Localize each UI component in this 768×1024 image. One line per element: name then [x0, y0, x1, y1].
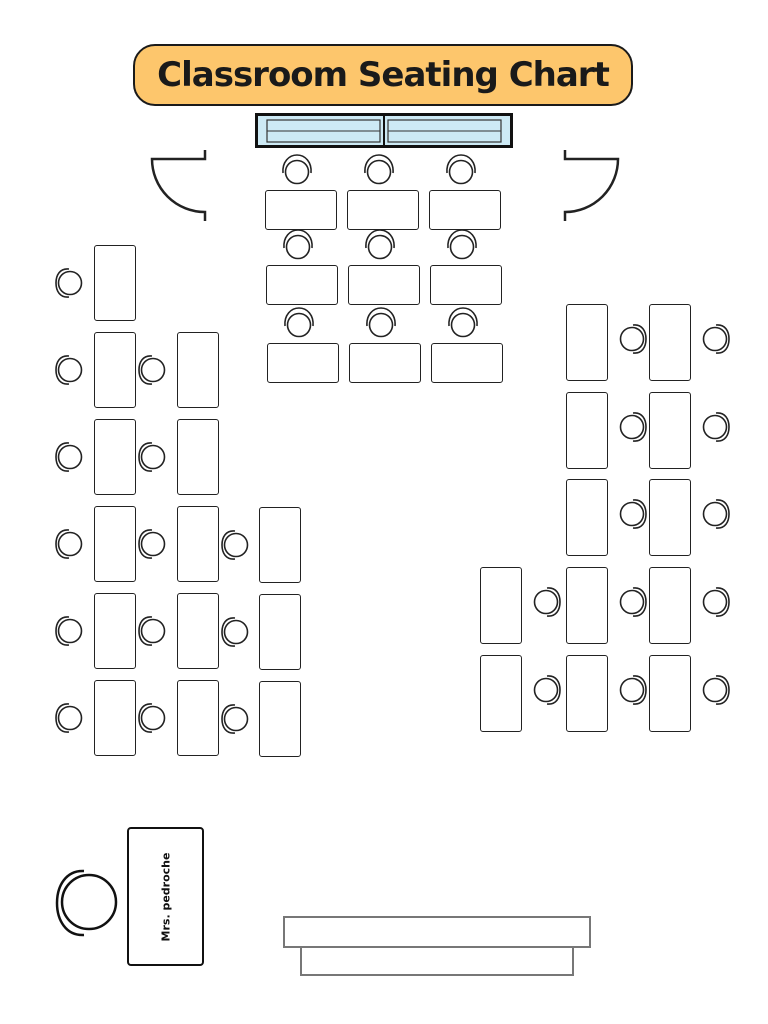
desk[interactable] — [259, 681, 301, 757]
chair-icon — [533, 587, 561, 617]
desk[interactable] — [566, 304, 608, 381]
desk[interactable] — [566, 567, 608, 644]
chair-icon — [55, 268, 83, 298]
chair-icon — [55, 616, 83, 646]
chair-icon — [55, 529, 83, 559]
chair-icon — [138, 355, 166, 385]
whiteboard-icon — [255, 113, 513, 148]
chair-icon — [446, 154, 476, 185]
chair-icon — [533, 675, 561, 705]
desk[interactable] — [566, 479, 608, 556]
chair-icon — [447, 229, 477, 260]
desk[interactable] — [480, 655, 522, 732]
desk[interactable] — [348, 265, 420, 305]
chair-icon — [702, 324, 730, 354]
chair-icon — [619, 675, 647, 705]
chair-icon — [221, 530, 249, 560]
desk[interactable] — [649, 392, 691, 469]
desk[interactable] — [259, 594, 301, 670]
desk[interactable] — [649, 479, 691, 556]
chair-icon — [619, 587, 647, 617]
chair-icon — [221, 704, 249, 734]
desk[interactable] — [267, 343, 339, 383]
chair-icon — [55, 355, 83, 385]
title-badge: Classroom Seating Chart — [133, 44, 633, 106]
desk[interactable] — [349, 343, 421, 383]
desk[interactable] — [177, 506, 219, 582]
chair-icon — [283, 229, 313, 260]
chair-icon — [365, 229, 395, 260]
chair-icon — [282, 154, 312, 185]
chair-icon — [138, 529, 166, 559]
desk[interactable] — [266, 265, 338, 305]
desk[interactable] — [649, 567, 691, 644]
desk[interactable] — [177, 419, 219, 495]
chair-icon — [702, 499, 730, 529]
desk[interactable] — [649, 655, 691, 732]
desk[interactable] — [177, 593, 219, 669]
desk[interactable] — [94, 680, 136, 756]
desk[interactable] — [429, 190, 501, 230]
chair-icon — [138, 703, 166, 733]
desk[interactable] — [177, 332, 219, 408]
chair-icon — [702, 587, 730, 617]
desk[interactable] — [94, 506, 136, 582]
chair-icon — [284, 307, 314, 338]
desk[interactable] — [94, 245, 136, 321]
desk[interactable] — [480, 567, 522, 644]
desk[interactable] — [94, 419, 136, 495]
chair-icon — [702, 675, 730, 705]
chair-icon — [619, 499, 647, 529]
page-title: Classroom Seating Chart — [157, 55, 610, 95]
chair-icon — [619, 412, 647, 442]
bookshelf-icon — [283, 916, 591, 976]
desk[interactable] — [347, 190, 419, 230]
teacher-desk[interactable]: Mrs. pedroche — [127, 827, 204, 966]
chair-icon — [138, 442, 166, 472]
chair-icon — [448, 307, 478, 338]
desk[interactable] — [431, 343, 503, 383]
chair-icon — [702, 412, 730, 442]
chair-icon — [55, 442, 83, 472]
desk[interactable] — [94, 332, 136, 408]
chair-icon — [619, 324, 647, 354]
door-icon-left — [150, 150, 207, 221]
chair-icon — [55, 703, 83, 733]
desk[interactable] — [259, 507, 301, 583]
door-icon-right — [563, 150, 620, 221]
chair-icon — [221, 617, 249, 647]
teacher-name: Mrs. pedroche — [159, 852, 172, 941]
teacher-chair-icon — [55, 869, 118, 937]
chair-icon — [364, 154, 394, 185]
chair-icon — [138, 616, 166, 646]
desk[interactable] — [177, 680, 219, 756]
desk[interactable] — [430, 265, 502, 305]
desk[interactable] — [566, 392, 608, 469]
chair-icon — [366, 307, 396, 338]
desk[interactable] — [566, 655, 608, 732]
desk[interactable] — [649, 304, 691, 381]
desk[interactable] — [94, 593, 136, 669]
desk[interactable] — [265, 190, 337, 230]
